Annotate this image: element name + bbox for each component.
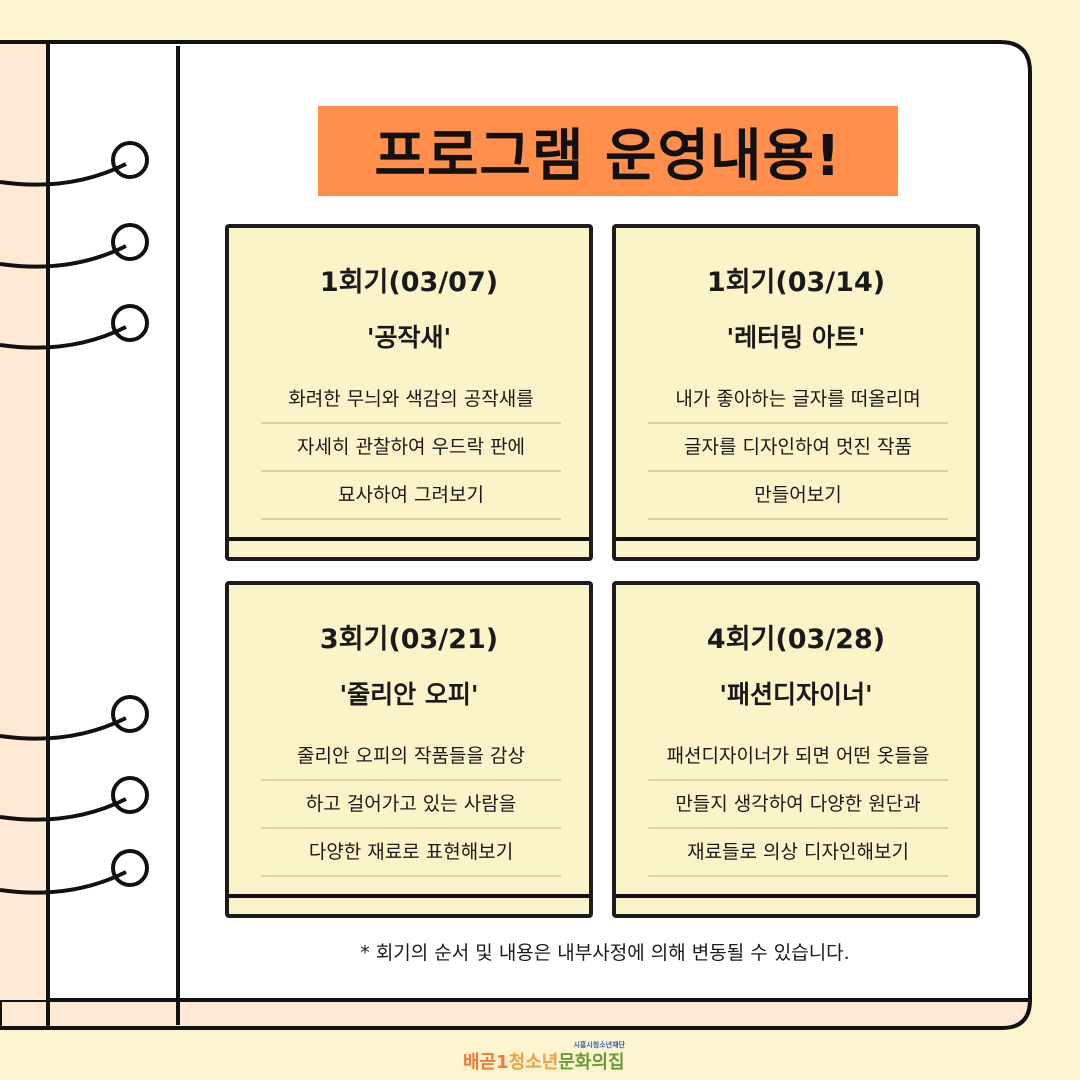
description-line: 내가 좋아하는 글자를 떠올리며 <box>648 376 948 424</box>
card-band <box>229 894 589 914</box>
spiral-ring-icon <box>111 304 149 342</box>
spiral-wire <box>0 244 127 269</box>
session-date: 4회기(03/28) <box>706 624 886 655</box>
logo-name-b: 청소년 <box>508 1052 559 1073</box>
spiral-ring-icon <box>111 141 149 179</box>
session-date: 1회기(03/14) <box>706 267 886 298</box>
footnote: * 회기의 순서 및 내용은 내부사정에 의해 변동될 수 있습니다. <box>360 942 850 964</box>
description-line: 재료들로 의상 디자인해보기 <box>648 829 948 877</box>
logo-name-c: 문화의집 <box>558 1052 625 1073</box>
description-line: 줄리안 오피의 작품들을 감상 <box>261 733 561 781</box>
spiral-wire <box>0 716 127 741</box>
description-line: 패션디자이너가 되면 어떤 옷들을 <box>648 733 948 781</box>
description-line: 만들어보기 <box>648 472 948 520</box>
card-band <box>616 894 976 914</box>
logo-name-a: 배곧1 <box>463 1052 509 1073</box>
session-topic: '공작새' <box>366 323 452 352</box>
spiral-ring-icon <box>111 223 149 261</box>
session-card-1: 1회기(03/07) '공작새' 화려한 무늬와 색감의 공작새를 자세히 관찰… <box>225 224 593 561</box>
description-line: 하고 걸어가고 있는 사람을 <box>261 781 561 829</box>
session-topic: '줄리안 오피' <box>339 680 479 709</box>
organization-logo: 시흥시청소년재단 배곧1청소년문화의집 <box>455 1040 635 1074</box>
description-line: 자세히 관찰하여 우드락 판에 <box>261 424 561 472</box>
spiral-wire <box>0 162 127 187</box>
page-title: 프로그램 운영내용! <box>318 106 898 196</box>
description-line: 묘사하여 그려보기 <box>261 472 561 520</box>
spiral-wire <box>0 325 127 350</box>
description-line: 글자를 디자인하여 멋진 작품 <box>648 424 948 472</box>
logo-org: 시흥시청소년재단 <box>573 1041 625 1049</box>
session-date: 1회기(03/07) <box>319 267 499 298</box>
session-card-3: 3회기(03/21) '줄리안 오피' 줄리안 오피의 작품들을 감상 하고 걸… <box>225 581 593 918</box>
card-band <box>229 537 589 557</box>
spiral-ring-icon <box>111 695 149 733</box>
description-line: 만들지 생각하여 다양한 원단과 <box>648 781 948 829</box>
spiral-ring-icon <box>111 776 149 814</box>
card-band <box>616 537 976 557</box>
session-topic: '레터링 아트' <box>726 323 866 352</box>
session-date: 3회기(03/21) <box>319 624 499 655</box>
spiral-wire <box>0 870 127 895</box>
description-line: 다양한 재료로 표현해보기 <box>261 829 561 877</box>
session-topic: '패션디자이너' <box>719 680 873 709</box>
session-card-4: 4회기(03/28) '패션디자이너' 패션디자이너가 되면 어떤 옷들을 만들… <box>612 581 980 918</box>
spiral-ring-icon <box>111 849 149 887</box>
spiral-wire <box>0 797 127 822</box>
description-line: 화려한 무늬와 색감의 공작새를 <box>261 376 561 424</box>
session-card-2: 1회기(03/14) '레터링 아트' 내가 좋아하는 글자를 떠올리며 글자를… <box>612 224 980 561</box>
